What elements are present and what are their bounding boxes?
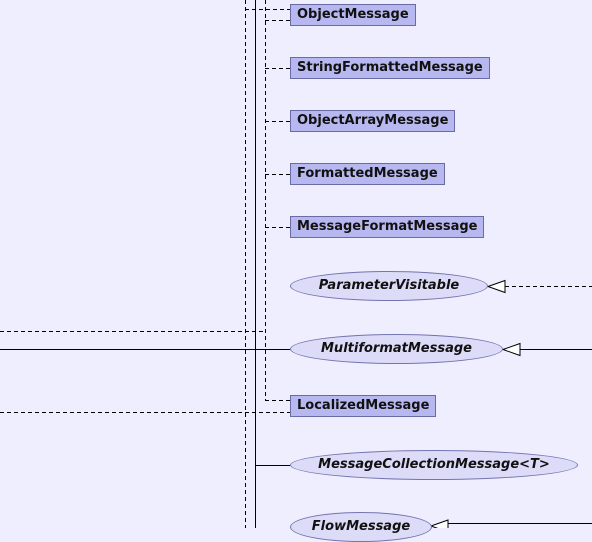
interface-multiformatmessage[interactable]: MultiformatMessage — [290, 334, 503, 364]
generalization-arrowhead-flow — [429, 519, 449, 528]
connector-lines — [0, 0, 592, 528]
interface-flowmessage[interactable]: FlowMessage — [290, 512, 432, 542]
class-objectarraymessage[interactable]: ObjectArrayMessage — [290, 110, 456, 132]
class-formattedmessage[interactable]: FormattedMessage — [290, 163, 445, 185]
class-messageformatmessage[interactable]: MessageFormatMessage — [290, 216, 485, 238]
realization-arrowhead — [486, 279, 506, 294]
class-objectmessage[interactable]: ObjectMessage — [290, 4, 416, 26]
interface-parametervisitable[interactable]: ParameterVisitable — [290, 271, 488, 301]
interface-messagecollectionmessage[interactable]: MessageCollectionMessage<T> — [290, 450, 578, 480]
generalization-arrowhead — [501, 342, 521, 357]
class-stringformattedmessage[interactable]: StringFormattedMessage — [290, 57, 490, 79]
class-localizedmessage[interactable]: LocalizedMessage — [290, 395, 437, 417]
